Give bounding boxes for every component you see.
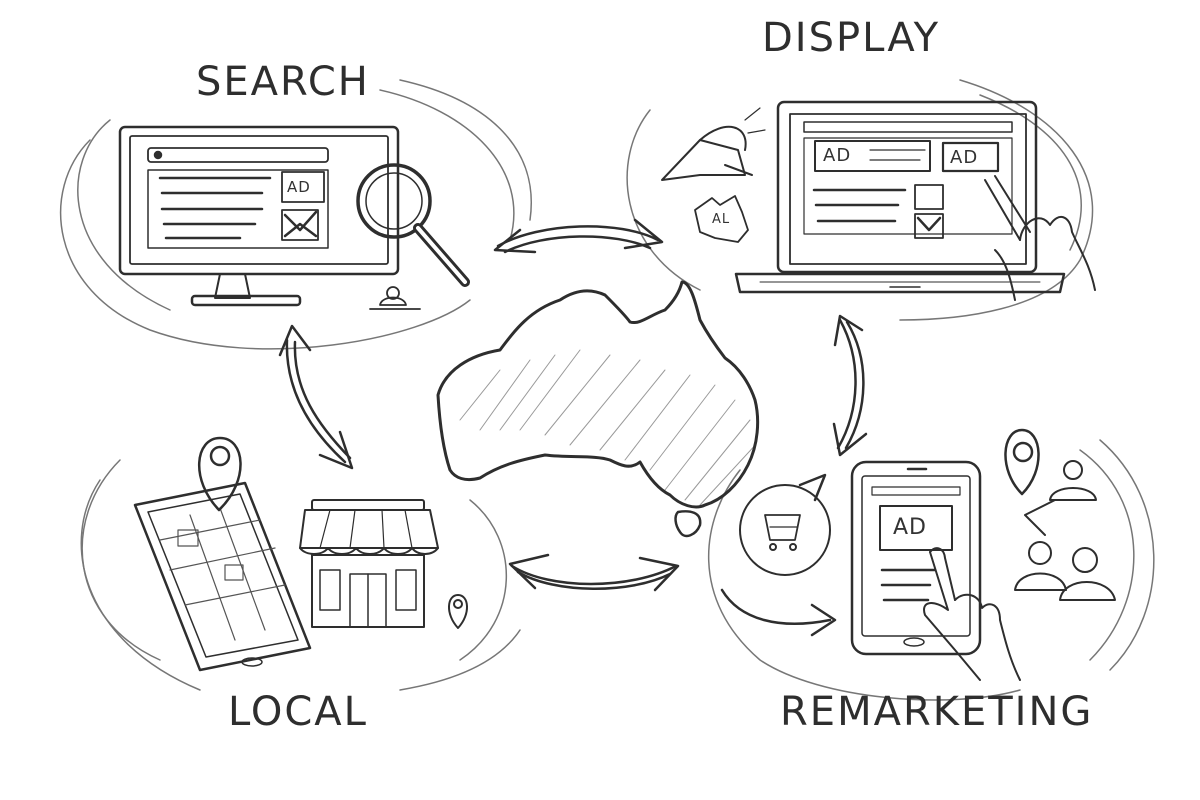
- shopping-cart-cycle-icon: [739, 473, 831, 576]
- arrow-local-remarketing-icon: [508, 553, 680, 592]
- tasmania-icon: [674, 510, 702, 538]
- remarketing-title: REMARKETING: [780, 689, 1094, 735]
- touch-hand-icon: [923, 547, 1021, 681]
- pointing-hand-icon: [984, 175, 1096, 301]
- display-laptop-icon: [734, 100, 1066, 294]
- arrow-search-display-icon: [493, 218, 664, 254]
- small-map-pin-icon: [448, 594, 468, 629]
- search-ad-label: AD: [287, 178, 311, 196]
- megaphone-icon: [661, 107, 766, 181]
- search-title: SEARCH: [196, 59, 370, 105]
- magnifier-icon: [356, 163, 470, 287]
- arrow-search-local-icon: [278, 324, 354, 470]
- location-pin-icon: [1004, 428, 1040, 496]
- display-ad-label-right: AD: [950, 147, 979, 168]
- australia-map-icon: [436, 280, 760, 538]
- arrow-display-remarketing-icon: [832, 314, 868, 457]
- map-pin-icon: [197, 436, 242, 512]
- swirl-lines: [60, 79, 1155, 701]
- ad-sticker-icon: [694, 195, 749, 243]
- remarketing-ad-label: AD: [893, 515, 927, 540]
- search-monitor-icon: [118, 125, 400, 307]
- curved-arrow-icon: [720, 588, 837, 637]
- local-phone-map-icon: [133, 481, 312, 672]
- audience-people-icon: [1014, 460, 1116, 601]
- display-sticker-label: AL: [712, 212, 731, 227]
- local-title: LOCAL: [228, 689, 368, 735]
- display-ad-label-left: AD: [823, 145, 852, 166]
- storefront-icon: [299, 499, 439, 628]
- swimmer-icon: [369, 286, 421, 310]
- remarketing-phone-icon: [850, 460, 982, 656]
- display-title: DISPLAY: [762, 15, 941, 61]
